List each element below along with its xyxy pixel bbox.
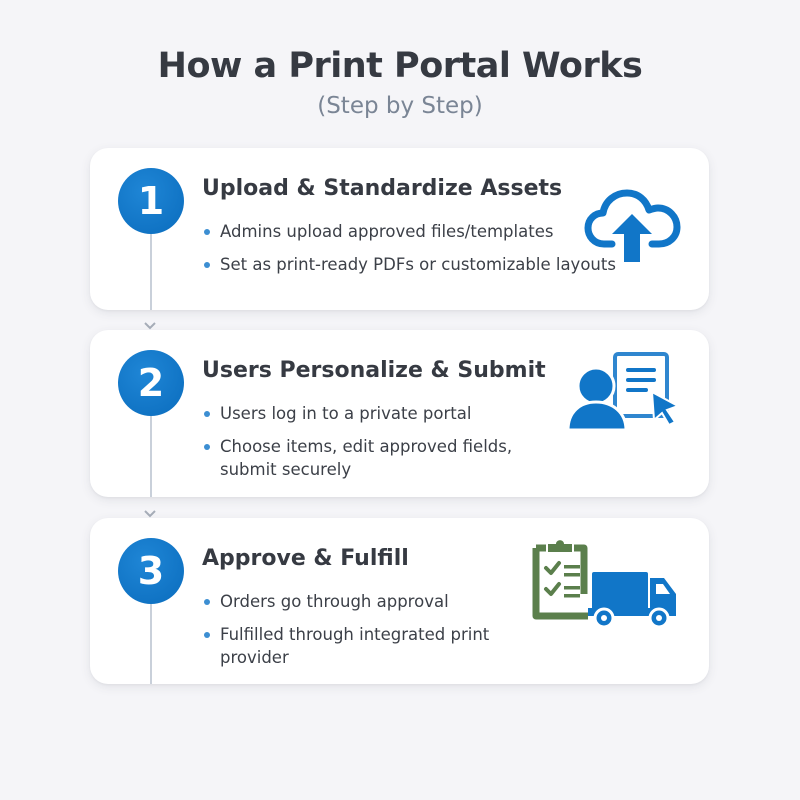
bullet-item: Fulfilled through integrated print provi…: [202, 623, 510, 669]
page-subtitle: (Step by Step): [317, 93, 483, 119]
chevron-down-icon: [144, 322, 156, 330]
step-title: Users Personalize & Submit: [202, 358, 546, 383]
user-document-cursor-icon: [566, 352, 681, 432]
step-card-2: 2 Users Personalize & Submit Users log i…: [90, 330, 709, 497]
timeline-connector: [150, 604, 152, 684]
bullet-item: Set as print-ready PDFs or customizable …: [202, 253, 616, 276]
checklist-truck-icon: [532, 540, 676, 629]
cloud-upload-icon: [584, 189, 681, 262]
step-title: Upload & Standardize Assets: [202, 176, 563, 201]
step-number-badge: 1: [118, 168, 184, 234]
step-bullets: Admins upload approved files/templates S…: [202, 220, 616, 286]
step-card-3: 3 Approve & Fulfill Orders go through ap…: [90, 518, 709, 684]
step-title: Approve & Fulfill: [202, 546, 409, 571]
timeline-connector: [150, 234, 152, 310]
step-number-badge: 2: [118, 350, 184, 416]
step-bullets: Users log in to a private portal Choose …: [202, 402, 520, 491]
chevron-down-icon: [144, 510, 156, 518]
step-card-1: 1 Upload & Standardize Assets Admins upl…: [90, 148, 709, 310]
step-bullets: Orders go through approval Fulfilled thr…: [202, 590, 510, 679]
step-number-badge: 3: [118, 538, 184, 604]
bullet-item: Choose items, edit approved fields, subm…: [202, 435, 520, 481]
timeline-connector: [150, 416, 152, 497]
bullet-item: Users log in to a private portal: [202, 402, 520, 425]
bullet-item: Orders go through approval: [202, 590, 510, 613]
page-title: How a Print Portal Works: [157, 46, 643, 86]
bullet-item: Admins upload approved files/templates: [202, 220, 616, 243]
